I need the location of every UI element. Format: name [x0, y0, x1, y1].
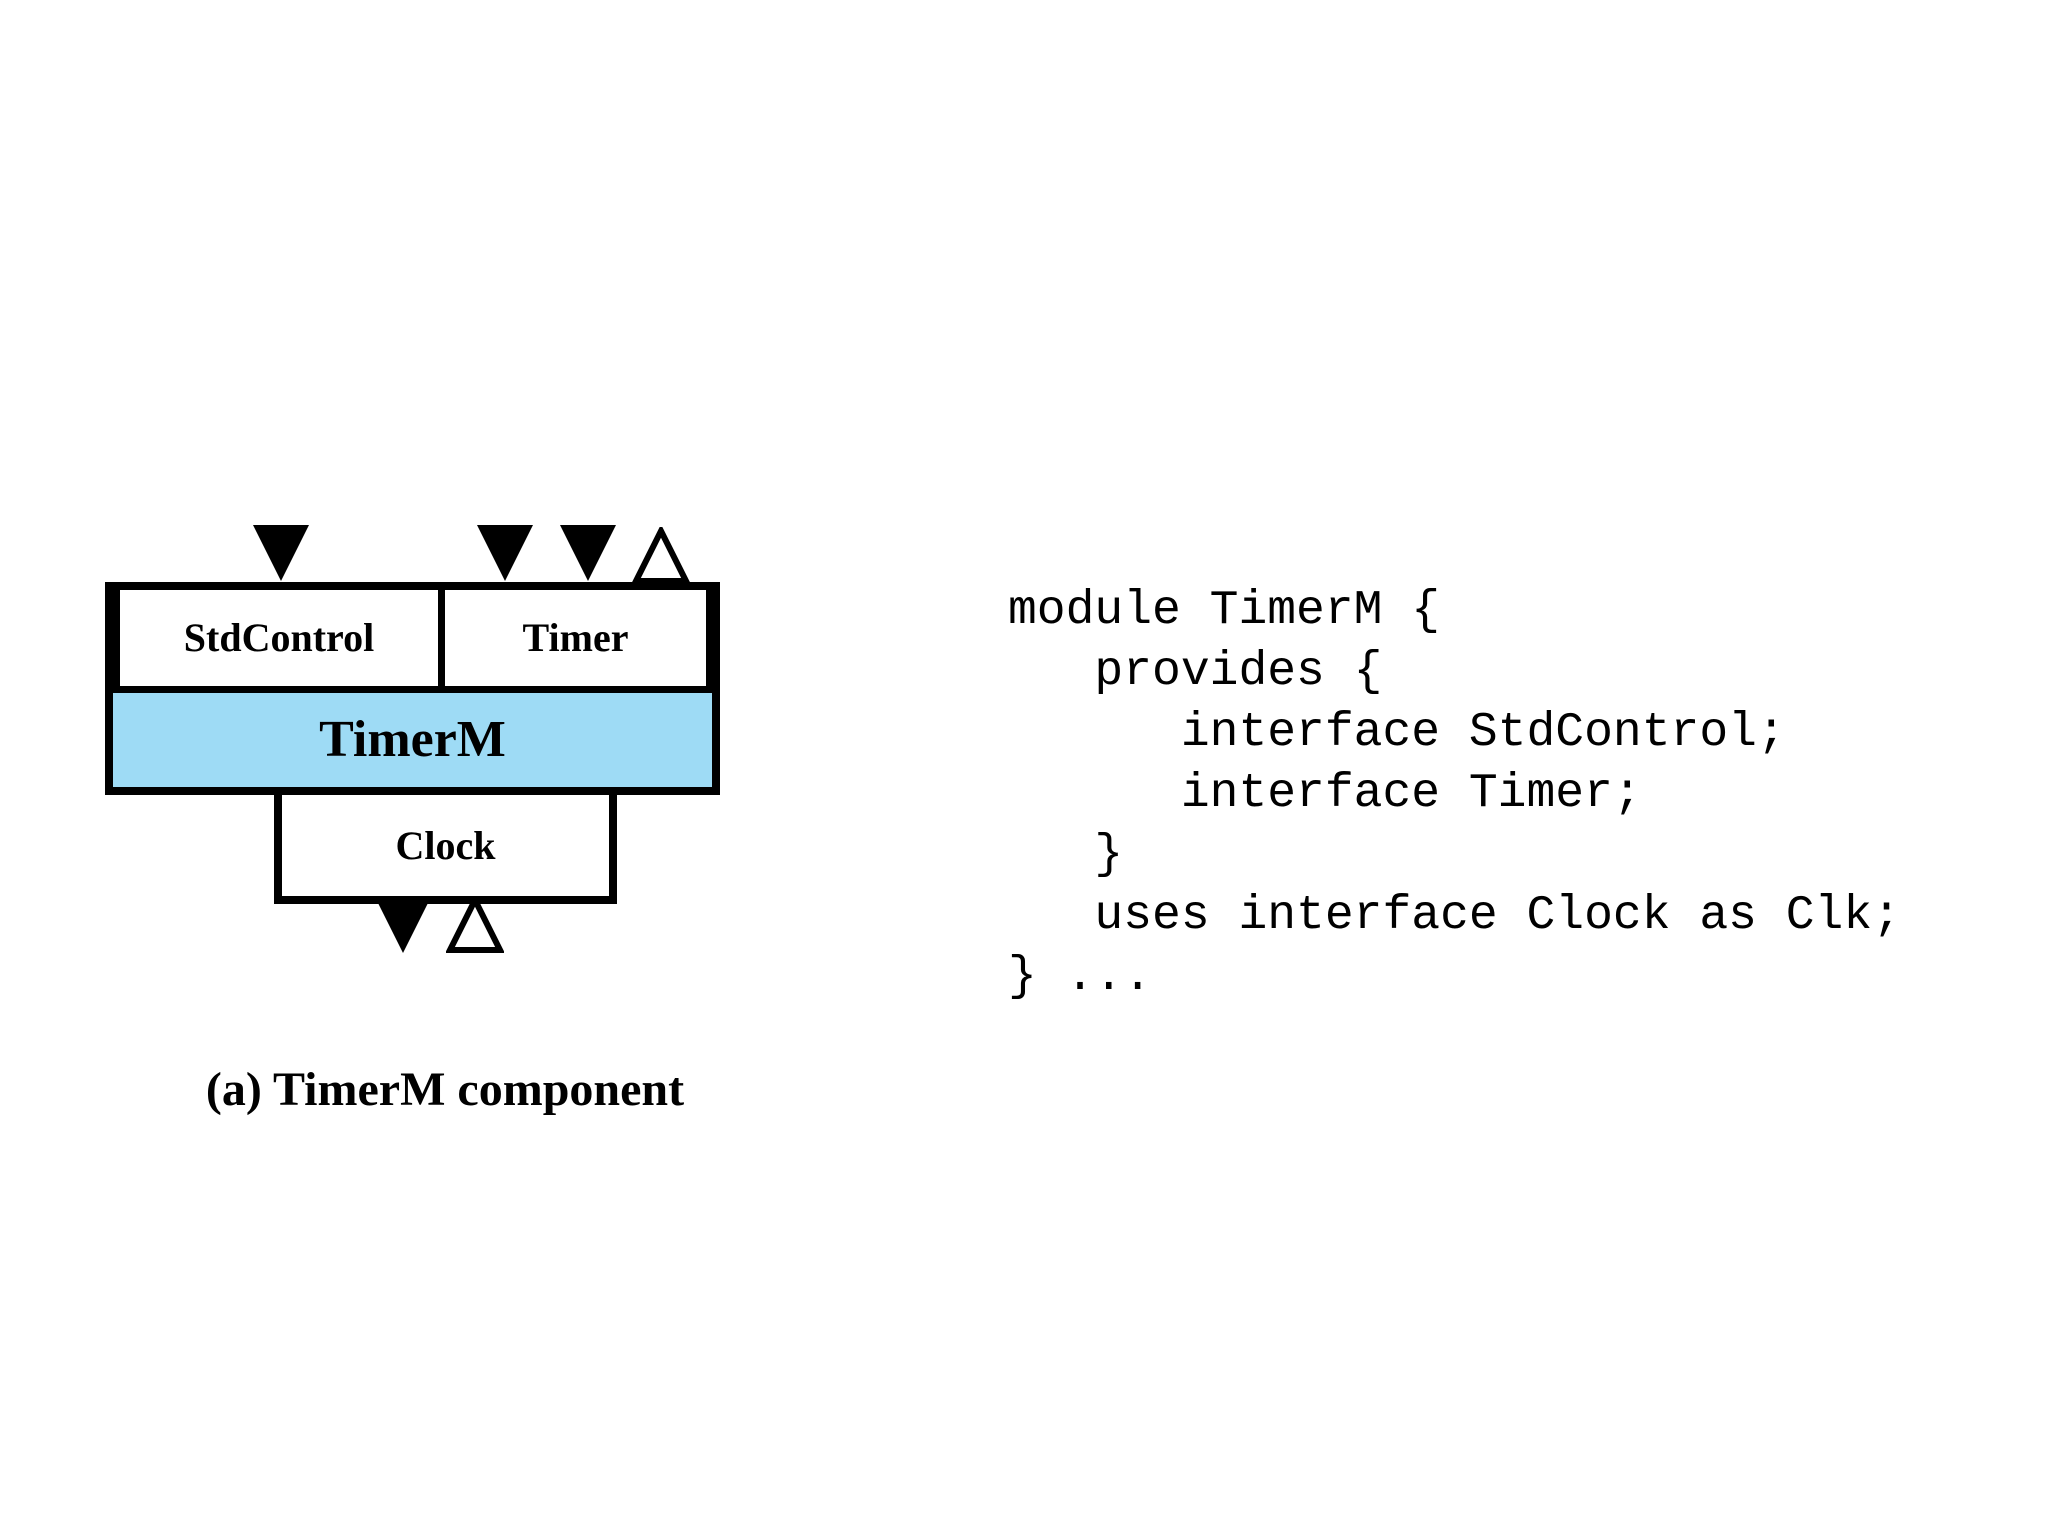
figure-caption: (a) TimerM component: [205, 1063, 685, 1116]
code-line: module TimerM {: [1008, 584, 1441, 638]
command-arrow-icon: [560, 525, 616, 581]
timer-interface-box: Timer: [438, 583, 713, 693]
command-arrow-icon: [477, 525, 533, 581]
clock-label: Clock: [395, 822, 496, 868]
timerm-module-band: TimerM: [113, 693, 712, 787]
stdcontrol-interface-box: StdControl: [113, 583, 445, 693]
event-arrow-icon: [446, 896, 504, 953]
code-line: uses interface Clock as Clk;: [1008, 889, 1901, 943]
stdcontrol-label: StdControl: [183, 615, 375, 660]
command-arrow-icon: [375, 897, 431, 953]
timer-label: Timer: [522, 615, 629, 660]
code-line: interface Timer;: [1008, 767, 1642, 821]
clock-interface-box: Clock: [274, 787, 617, 904]
event-arrow-icon: [632, 527, 690, 584]
timerm-label: TimerM: [319, 711, 506, 768]
code-line: provides {: [1008, 645, 1383, 699]
code-line: interface StdControl;: [1008, 706, 1786, 760]
code-line: } ...: [1008, 950, 1153, 1004]
nesc-code-listing: module TimerM { provides { interface Std…: [1008, 581, 1901, 1008]
command-arrow-icon: [253, 525, 309, 581]
code-line: }: [1008, 828, 1124, 882]
